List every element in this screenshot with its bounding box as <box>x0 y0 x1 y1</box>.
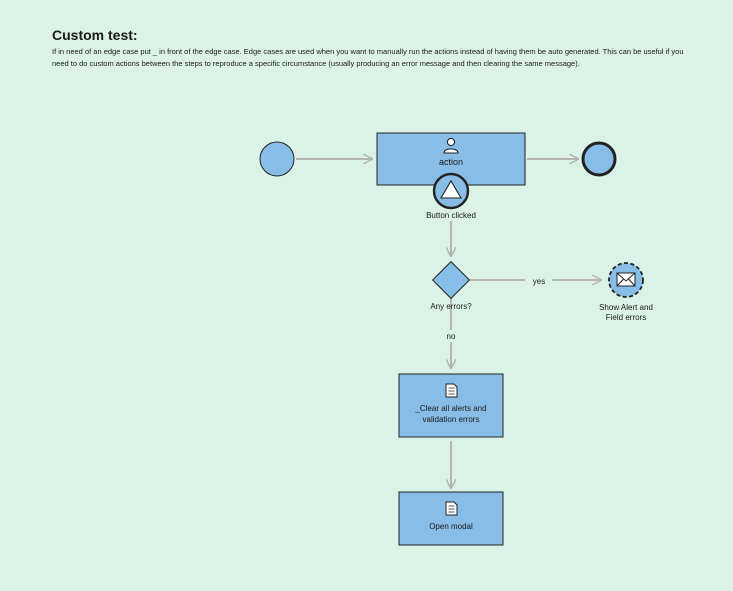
open-modal-label: Open modal <box>429 522 473 531</box>
document-icon <box>445 383 458 398</box>
boundary-event[interactable] <box>432 172 470 210</box>
message-event[interactable] <box>608 262 644 298</box>
start-event[interactable] <box>259 141 295 177</box>
message-event-label-line2: Field errors <box>606 313 646 322</box>
document-icon <box>445 501 458 516</box>
open-modal-task[interactable]: Open modal <box>398 491 504 546</box>
page-title: Custom test: <box>52 27 138 43</box>
page-description: If in need of an edge case put _ in fron… <box>52 47 684 68</box>
gateway-label: Any errors? <box>430 302 472 311</box>
exclusive-gateway[interactable] <box>431 260 471 300</box>
user-icon <box>443 137 459 154</box>
message-event-label-line1: Show Alert and <box>599 303 653 312</box>
boundary-event-label: Button clicked <box>426 211 476 220</box>
no-label: no <box>447 332 456 341</box>
action-label: action <box>439 157 463 167</box>
clear-task-label-line2: validation errors <box>423 415 480 424</box>
triangle-icon <box>440 179 462 199</box>
envelope-icon <box>616 272 636 287</box>
yes-label: yes <box>533 277 545 286</box>
clear-task-label-line1: _Clear all alerts and <box>414 404 486 413</box>
end-event[interactable] <box>581 141 617 177</box>
header: Custom test: If in need of an edge case … <box>52 27 692 70</box>
clear-errors-task[interactable]: _Clear all alerts and validation errors <box>398 373 504 438</box>
